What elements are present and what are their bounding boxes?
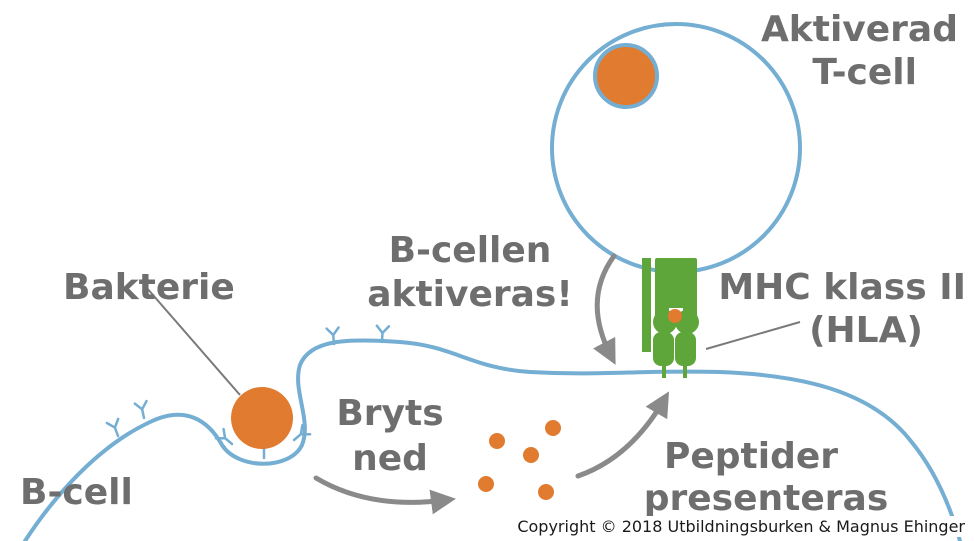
copyright-notice: Copyright © 2018 Utbildningsburken & Mag… — [514, 516, 968, 537]
t-cell-nucleus — [593, 43, 659, 109]
label-bakterie: Bakterie — [63, 267, 235, 308]
label-peptider-line2: presenteras — [644, 478, 889, 519]
label-bryts-line2: ned — [352, 438, 428, 479]
arrow-breakdown — [313, 475, 456, 515]
antibody-receptor — [325, 326, 340, 346]
peptide-fragment — [545, 420, 561, 436]
bacterium — [231, 387, 293, 449]
t-cell-membrane — [550, 22, 802, 274]
bakterie-pointer — [145, 286, 241, 396]
t-cell-receptor — [642, 258, 697, 352]
label-b-cell-activated-line2: aktiveras! — [367, 274, 573, 315]
label-mhc-line1: MHC klass II — [718, 267, 966, 308]
b-cell-membrane — [23, 338, 962, 541]
label-t-cell-line2: T-cell — [812, 52, 917, 93]
arrow-presentation — [575, 391, 670, 479]
label-peptider-line1: Peptider — [664, 436, 838, 477]
peptide-fragment — [489, 433, 505, 449]
presented-peptide — [668, 309, 682, 323]
mhc-pointer — [705, 321, 801, 350]
peptide-fragment — [478, 476, 494, 492]
peptide-fragment — [523, 447, 539, 463]
label-b-cell-activated-line1: B-cellen — [389, 230, 552, 271]
label-t-cell-line1: Aktiverad — [761, 9, 958, 50]
antibody-receptor — [214, 427, 234, 446]
antibody-receptor — [133, 399, 148, 420]
peptide-fragments — [478, 420, 561, 500]
label-b-cell: B-cell — [20, 472, 133, 513]
label-bryts-line1: Bryts — [336, 393, 443, 434]
arrow-activation — [593, 253, 617, 365]
antibody-receptor — [105, 417, 120, 438]
antibody-receptor — [292, 423, 312, 442]
label-mhc-line2: (HLA) — [809, 310, 923, 351]
antibody-receptor — [375, 324, 391, 344]
peptide-fragment — [538, 484, 554, 500]
